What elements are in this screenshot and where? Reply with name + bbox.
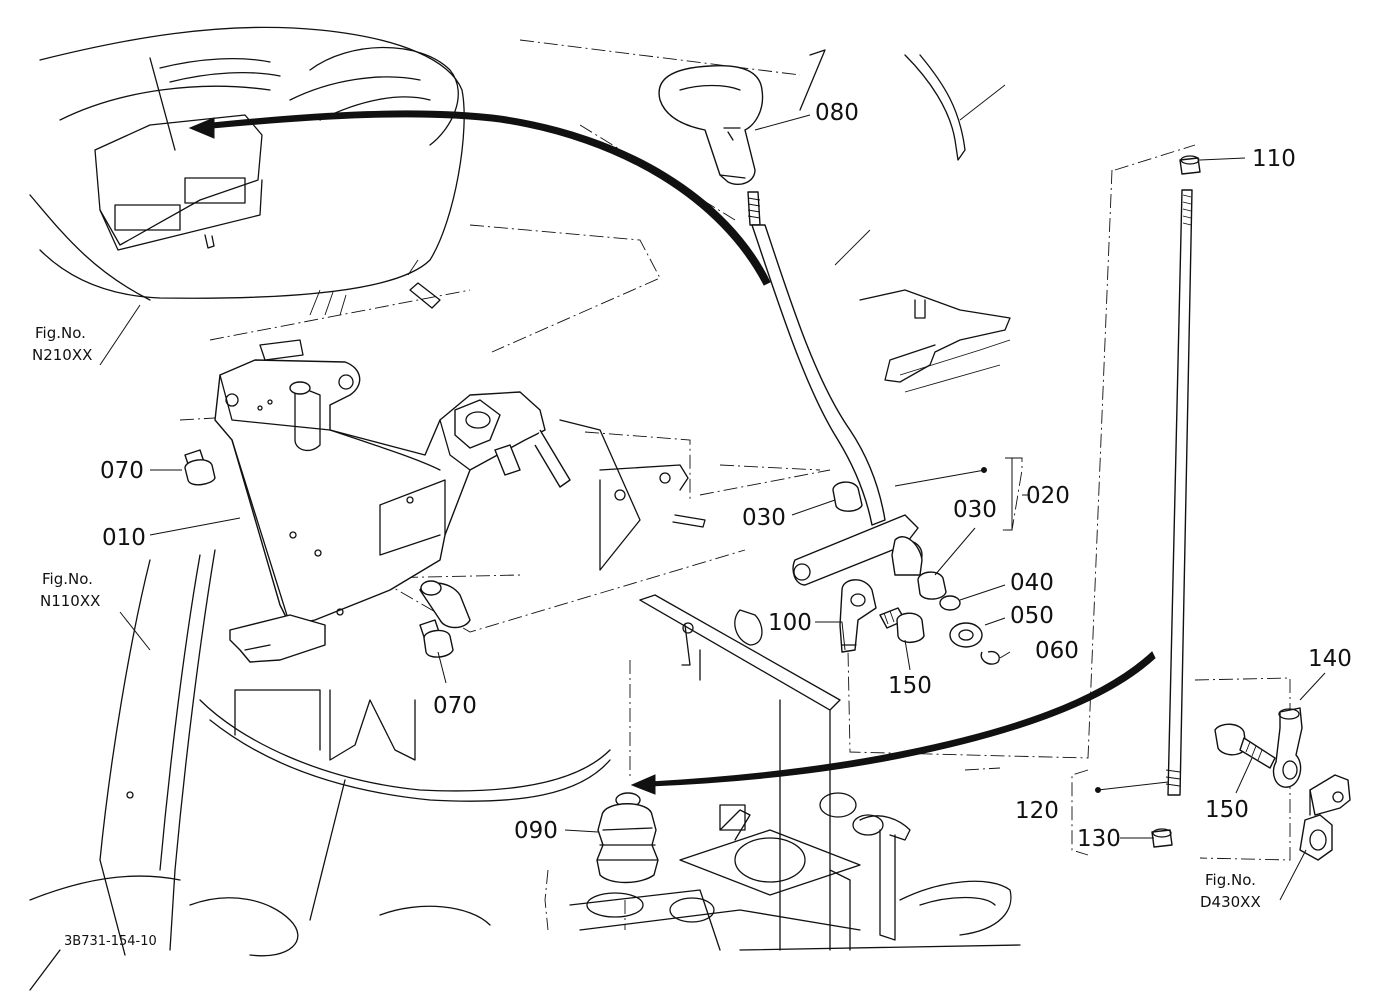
label-110: 110: [1252, 146, 1296, 172]
label-060: 060: [1035, 638, 1079, 664]
figure-ref-n210xx: Fig.No. N210XX: [32, 324, 92, 364]
pin-070-lower: [419, 619, 454, 658]
label-070-lower: 070: [433, 693, 477, 719]
bolt-150-lower: [1214, 723, 1276, 769]
panel-inset-drawing: [29, 26, 465, 301]
d430-bracket: [1299, 774, 1351, 861]
label-010: 010: [102, 525, 146, 551]
figure-ref-line2: D430XX: [1200, 893, 1261, 911]
washer-040: [939, 595, 961, 611]
nut-130: [1151, 828, 1173, 848]
figure-ref-d430xx: Fig.No. D430XX: [1200, 871, 1261, 911]
leader-lines: [99, 114, 1326, 901]
bush-030-lower: [917, 571, 947, 600]
reference-arrow-top: [188, 110, 771, 286]
label-130: 130: [1077, 826, 1121, 852]
boot-090: [596, 792, 659, 884]
snap-pin-060: [980, 650, 1000, 665]
reference-arrow-bottom: [630, 651, 1156, 795]
label-020: 020: [1026, 483, 1070, 509]
label-080: 080: [815, 100, 859, 126]
pin-070-upper: [184, 449, 216, 486]
label-100: 100: [768, 610, 812, 636]
bolt-150-upper: [879, 607, 925, 644]
bush-030-upper: [832, 481, 863, 512]
label-120: 120: [1015, 798, 1059, 824]
callout-labels: 080 110 070 010 070 030 030 020 040 050 …: [100, 100, 1352, 852]
figure-ref-line1: Fig.No.: [42, 570, 93, 588]
shift-lever-rod: [747, 191, 923, 586]
lever-bracket-010: [214, 339, 706, 663]
label-070-upper: 070: [100, 458, 144, 484]
label-140: 140: [1308, 646, 1352, 672]
figure-ref-line2: N110XX: [40, 592, 100, 610]
label-040: 040: [1010, 570, 1054, 596]
washer-050: [949, 622, 983, 648]
figure-ref-n110xx: Fig.No. N110XX: [40, 570, 100, 610]
label-150-lower: 150: [1205, 797, 1249, 823]
label-030-upper: 030: [742, 505, 786, 531]
rod-120: [1165, 189, 1193, 796]
figure-ref-line1: Fig.No.: [35, 324, 86, 342]
label-030-lower: 030: [953, 497, 997, 523]
label-090: 090: [514, 818, 558, 844]
figure-ref-line2: N210XX: [32, 346, 92, 364]
rod-end-140: [1272, 707, 1303, 788]
drawing-code: 3B731-154-10: [64, 934, 157, 949]
rod-end-100: [839, 579, 877, 653]
machine-frame-background: [29, 49, 1021, 991]
label-050: 050: [1010, 603, 1054, 629]
figure-ref-line1: Fig.No.: [1205, 871, 1256, 889]
nut-110: [1179, 155, 1201, 175]
label-150-upper: 150: [888, 673, 932, 699]
shift-knob-080: [658, 64, 764, 186]
